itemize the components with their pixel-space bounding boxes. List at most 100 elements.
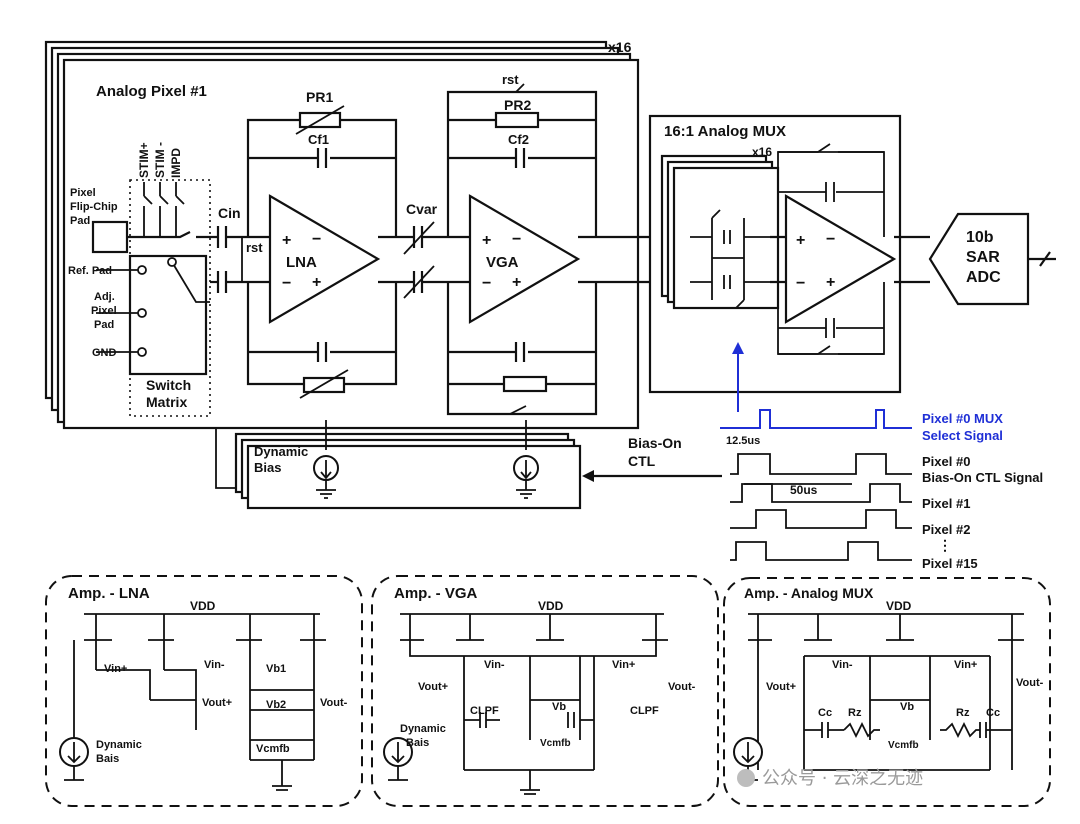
- svg-text:GND: GND: [92, 347, 117, 359]
- amp-vga-panel: Amp. - VGA VDD Vin- Vin+ Vout+ Vout- CLP…: [371, 575, 719, 807]
- dynamic-bias: Dynamic Bias Bias-On CTL: [215, 420, 722, 510]
- svg-text:Vout-: Vout-: [320, 697, 348, 709]
- svg-text:12.5us: 12.5us: [726, 435, 760, 447]
- svg-text:Adj.: Adj.: [94, 291, 115, 303]
- lna-amp: + − − + LNA PR1 Cf1: [246, 89, 414, 399]
- svg-text:Pixel #2: Pixel #2: [922, 522, 970, 537]
- svg-text:+: +: [282, 232, 291, 249]
- svg-text:VDD: VDD: [538, 599, 564, 613]
- svg-text:Rz: Rz: [956, 707, 970, 719]
- svg-text:Vcmfb: Vcmfb: [888, 740, 919, 751]
- pixel-repeat-label: x16: [608, 39, 632, 55]
- vga-label: VGA: [486, 254, 519, 271]
- svg-text:Vout+: Vout+: [766, 681, 796, 693]
- svg-text:−: −: [826, 231, 835, 248]
- stim-plus-label: STIM+: [137, 142, 151, 178]
- switch-matrix: Switch Matrix STIM+ STIM - IMPD Ref. Pad…: [68, 142, 211, 417]
- rst2-label: rst: [502, 72, 519, 87]
- svg-text:Flip-Chip: Flip-Chip: [70, 201, 118, 213]
- amp-lna-panel: Amp. - LNA VDD Vin+ Vin- Vb1 Vout+ Vb2 V…: [45, 575, 363, 807]
- svg-text:Pad: Pad: [94, 319, 114, 331]
- svg-text:Pad: Pad: [70, 215, 90, 227]
- svg-text:VDD: VDD: [190, 599, 216, 613]
- cf1-label: Cf1: [308, 132, 329, 147]
- svg-text:−: −: [482, 275, 491, 292]
- svg-text:Rz: Rz: [848, 707, 862, 719]
- svg-text:Amp. - Analog MUX: Amp. - Analog MUX: [744, 585, 874, 601]
- svg-text:Vout-: Vout-: [1016, 677, 1044, 689]
- svg-text:Bias-On CTL Signal: Bias-On CTL Signal: [922, 470, 1043, 485]
- sar-adc: 10b SAR ADC: [928, 212, 1056, 306]
- analog-mux: 16:1 Analog MUX x16 + − − +: [648, 114, 930, 394]
- svg-text:Bais: Bais: [96, 753, 119, 765]
- arrow-head-icon: [732, 342, 744, 354]
- vga-amp: + − − + VGA rst PR2 Cf2: [446, 72, 690, 416]
- svg-text:Dynamic: Dynamic: [96, 739, 142, 751]
- svg-text:Vin-: Vin-: [832, 659, 853, 671]
- svg-text:⋮: ⋮: [938, 537, 952, 553]
- timing-diagram: Pixel #0 MUX Select Signal 12.5us Pixel …: [720, 409, 1043, 571]
- svg-text:Vb: Vb: [552, 701, 566, 713]
- svg-text:Vin+: Vin+: [104, 663, 127, 675]
- svg-text:Vb: Vb: [900, 701, 914, 713]
- svg-text:Matrix: Matrix: [146, 394, 187, 410]
- svg-text:公众号 · 云深之无迹: 公众号 · 云深之无迹: [762, 768, 923, 789]
- svg-text:Vout+: Vout+: [418, 681, 448, 693]
- cvar-label: Cvar: [406, 201, 438, 217]
- amp-mux-panel: Amp. - Analog MUX VDD Vin- Vin+ Vout+ Vo…: [723, 577, 1051, 807]
- svg-text:Cc: Cc: [986, 707, 1000, 719]
- svg-text:Bais: Bais: [406, 737, 429, 749]
- svg-text:Vb1: Vb1: [266, 663, 286, 675]
- pixel-title: Analog Pixel #1: [96, 83, 207, 100]
- svg-text:Pixel: Pixel: [70, 187, 96, 199]
- svg-text:Pixel: Pixel: [91, 305, 117, 317]
- pr2-label: PR2: [504, 97, 531, 113]
- impd-label: IMPD: [169, 148, 183, 178]
- svg-text:ADC: ADC: [966, 269, 1001, 286]
- pr1-label: PR1: [306, 89, 333, 105]
- svg-text:SAR: SAR: [966, 249, 1000, 266]
- svg-text:Pixel #15: Pixel #15: [922, 556, 978, 571]
- svg-text:+: +: [482, 232, 491, 249]
- mux-title: 16:1 Analog MUX: [664, 123, 786, 140]
- svg-text:Vcmfb: Vcmfb: [540, 738, 571, 749]
- svg-text:Bias-On: Bias-On: [628, 435, 682, 451]
- svg-text:Vout+: Vout+: [202, 697, 232, 709]
- svg-text:Vin-: Vin-: [484, 659, 505, 671]
- lna-label: LNA: [286, 254, 317, 271]
- cvar: Cvar: [403, 201, 470, 299]
- svg-text:Vin-: Vin-: [204, 659, 225, 671]
- svg-text:10b: 10b: [966, 229, 994, 246]
- svg-text:Vcmfb: Vcmfb: [256, 743, 290, 755]
- flip-chip-pad: Pixel Flip-Chip Pad: [70, 187, 129, 254]
- svg-text:+: +: [312, 274, 321, 291]
- svg-text:Dynamic: Dynamic: [254, 444, 308, 459]
- svg-text:VDD: VDD: [886, 599, 912, 613]
- svg-text:Cc: Cc: [818, 707, 832, 719]
- svg-text:−: −: [282, 275, 291, 292]
- svg-text:CTL: CTL: [628, 453, 656, 469]
- svg-text:+: +: [826, 274, 835, 291]
- stim-minus-label: STIM -: [153, 142, 167, 178]
- svg-text:Ref. Pad: Ref. Pad: [68, 265, 112, 277]
- svg-text:−: −: [512, 231, 521, 248]
- svg-text:−: −: [312, 231, 321, 248]
- svg-text:+: +: [796, 232, 805, 249]
- svg-text:Amp. - VGA: Amp. - VGA: [394, 585, 478, 602]
- svg-text:Vb2: Vb2: [266, 699, 286, 711]
- svg-text:−: −: [796, 275, 805, 292]
- svg-text:Select Signal: Select Signal: [922, 428, 1003, 443]
- svg-text:Pixel #1: Pixel #1: [922, 496, 970, 511]
- cin-label: Cin: [218, 205, 241, 221]
- svg-text:Vin+: Vin+: [612, 659, 635, 671]
- svg-text:Switch: Switch: [146, 377, 191, 393]
- svg-text:Bias: Bias: [254, 460, 281, 475]
- svg-text:Amp. - LNA: Amp. - LNA: [68, 585, 150, 602]
- svg-text:Vin+: Vin+: [954, 659, 977, 671]
- svg-text:Pixel #0 MUX: Pixel #0 MUX: [922, 411, 1003, 426]
- rst-label: rst: [246, 240, 263, 255]
- watermark: 公众号 · 云深之无迹: [737, 768, 923, 789]
- svg-text:CLPF: CLPF: [630, 705, 659, 717]
- cf2-label: Cf2: [508, 132, 529, 147]
- svg-text:x16: x16: [752, 145, 772, 159]
